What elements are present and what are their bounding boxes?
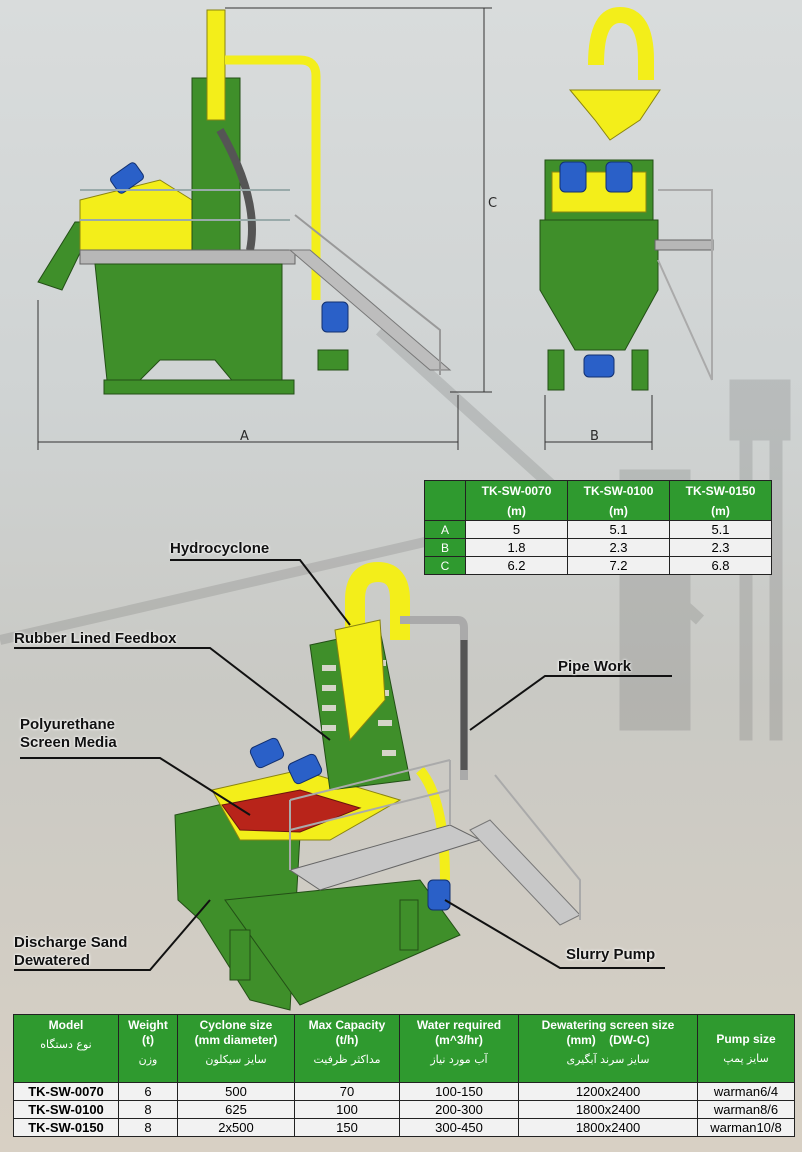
dimensions-col-model: TK-SW-0150 (685, 483, 756, 498)
dimension-label-a: A (240, 429, 249, 444)
dimension-value: 2.3 (669, 538, 772, 557)
dimensions-col-model: TK-SW-0070 (481, 483, 552, 498)
isometric-view-drawing (174, 561, 581, 1011)
callout-discharge-line2: Dewatered (14, 952, 90, 969)
dimension-value: 2.3 (567, 538, 670, 557)
front-view-drawing (539, 6, 714, 391)
spec-col-en: Cyclone size (199, 1018, 273, 1032)
dimension-value: 5 (465, 520, 568, 539)
dimension-key: C (424, 556, 466, 575)
spec-cell: 8 (118, 1100, 178, 1119)
callout-leaders (14, 559, 672, 971)
spec-cell: warman10/8 (697, 1118, 795, 1137)
dimension-value: 1.8 (465, 538, 568, 557)
spec-col-unit: (t) (142, 1033, 154, 1047)
dimensions-col-unit: (m) (609, 503, 628, 518)
spec-col-fa: سایز پمپ (723, 1052, 769, 1065)
dimensions-table: TK-SW-0070 (m) TK-SW-0100 (m) TK-SW-0150… (424, 480, 772, 575)
spec-cell: warman8/6 (697, 1100, 795, 1119)
spec-col-header: Dewatering screen size (mm) (DW-C) سایز … (518, 1014, 698, 1083)
table-row: TK-SW-0100 8 625 100 200-300 1800x2400 w… (13, 1100, 795, 1119)
dimension-key: A (424, 520, 466, 539)
spec-cell-model: TK-SW-0150 (13, 1118, 119, 1137)
spec-col-en: Pump size (716, 1032, 776, 1046)
spec-cell-model: TK-SW-0100 (13, 1100, 119, 1119)
specifications-table: Model نوع دستگاه Weight (t) وزن Cyclone … (13, 1014, 795, 1137)
spec-cell: 625 (177, 1100, 295, 1119)
spec-cell: 150 (294, 1118, 400, 1137)
table-row: A 5 5.1 5.1 (424, 520, 772, 539)
dimensions-col-header: TK-SW-0100 (m) (567, 480, 670, 521)
spec-col-header: Model نوع دستگاه (13, 1014, 119, 1083)
dimensions-col-model: TK-SW-0100 (583, 483, 654, 498)
spec-cell: warman6/4 (697, 1082, 795, 1101)
callout-discharge-sand-dewatered: Discharge Sand Dewatered (14, 934, 127, 970)
spec-cell: 1800x2400 (518, 1118, 698, 1137)
spec-cell: 300-450 (399, 1118, 519, 1137)
dimension-lines-front (544, 395, 653, 450)
side-view-drawing (37, 9, 452, 395)
spec-col-header: Cyclone size (mm diameter) سایز سیکلون (177, 1014, 295, 1083)
spec-cell-model: TK-SW-0070 (13, 1082, 119, 1101)
callout-screen-line2: Screen Media (20, 734, 117, 751)
dimension-label-c: C (488, 196, 497, 211)
spec-col-header: Pump size سایز پمپ (697, 1014, 795, 1083)
spec-cell: 70 (294, 1082, 400, 1101)
dimension-value: 5.1 (567, 520, 670, 539)
dimension-value: 5.1 (669, 520, 772, 539)
callout-slurry-pump: Slurry Pump (566, 946, 656, 963)
spec-col-fa: آب مورد نیاز (430, 1053, 488, 1066)
spec-cell: 2x500 (177, 1118, 295, 1137)
callout-rubber-lined-feedbox: Rubber Lined Feedbox (14, 630, 177, 647)
dimensions-col-unit: (m) (711, 503, 730, 518)
spec-cell: 6 (118, 1082, 178, 1101)
dimensions-col-header: TK-SW-0150 (m) (669, 480, 772, 521)
spec-cell: 1800x2400 (518, 1100, 698, 1119)
spec-col-fa: سایز سرند آبگیری (566, 1053, 650, 1066)
spec-col-fa: سایز سیکلون (205, 1053, 267, 1066)
spec-cell: 100-150 (399, 1082, 519, 1101)
dimensions-col-unit: (m) (507, 503, 526, 518)
spec-cell: 1200x2400 (518, 1082, 698, 1101)
dimension-label-b: B (590, 429, 599, 444)
callout-screen-line1: Polyurethane (20, 716, 116, 733)
dimension-value: 6.8 (669, 556, 772, 575)
spec-col-header: Weight (t) وزن (118, 1014, 178, 1083)
table-row: TK-SW-0070 6 500 70 100-150 1200x2400 wa… (13, 1082, 795, 1101)
callout-polyurethane-screen-media: Polyurethane Screen Media (20, 716, 117, 752)
spec-col-en: Max Capacity (308, 1018, 386, 1032)
table-row: C 6.2 7.2 6.8 (424, 556, 772, 575)
spec-cell: 500 (177, 1082, 295, 1101)
spec-col-unit: (t/h) (335, 1033, 359, 1047)
callout-hydrocyclone: Hydrocyclone (170, 540, 270, 557)
spec-col-unit: (mm diameter) (194, 1033, 278, 1047)
table-row: B 1.8 2.3 2.3 (424, 538, 772, 557)
spec-col-unit: (mm) (DW-C) (566, 1033, 650, 1047)
dimension-value: 6.2 (465, 556, 568, 575)
spec-col-en: Weight (128, 1018, 168, 1032)
dimensions-col-header: TK-SW-0070 (m) (465, 480, 568, 521)
dimension-key: B (424, 538, 466, 557)
spec-col-header: Max Capacity (t/h) مداکثر ظرفیت (294, 1014, 400, 1083)
spec-cell: 8 (118, 1118, 178, 1137)
spec-col-unit: (m^3/hr) (435, 1033, 483, 1047)
spec-col-en: Dewatering screen size (541, 1018, 675, 1032)
dimension-lines-side (37, 7, 492, 450)
callout-pipe-work: Pipe Work (558, 658, 632, 675)
spec-cell: 100 (294, 1100, 400, 1119)
spec-col-fa: نوع دستگاه (40, 1038, 92, 1051)
spec-table-header-row: Model نوع دستگاه Weight (t) وزن Cyclone … (13, 1014, 795, 1083)
spec-col-fa: وزن (138, 1053, 158, 1066)
spec-col-fa: مداکثر ظرفیت (313, 1053, 381, 1066)
spec-cell: 200-300 (399, 1100, 519, 1119)
spec-col-header: Water required (m^3/hr) آب مورد نیاز (399, 1014, 519, 1083)
spec-col-en: Model (48, 1018, 84, 1032)
dimension-value: 7.2 (567, 556, 670, 575)
table-row: TK-SW-0150 8 2x500 150 300-450 1800x2400… (13, 1118, 795, 1137)
dimensions-table-header-row: TK-SW-0070 (m) TK-SW-0100 (m) TK-SW-0150… (424, 480, 772, 521)
spec-col-en: Water required (416, 1018, 502, 1032)
dimensions-table-corner (424, 480, 466, 521)
callout-discharge-line1: Discharge Sand (14, 934, 128, 951)
